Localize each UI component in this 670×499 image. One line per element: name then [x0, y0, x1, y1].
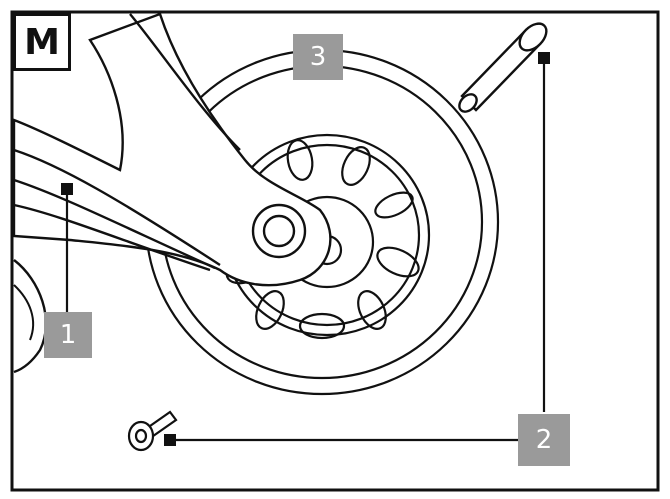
- callout-1: 1: [44, 312, 92, 358]
- diagram-frame: [10, 10, 660, 492]
- leader-dots: [61, 52, 550, 446]
- axle-bolt: [251, 203, 307, 259]
- axle-pin: [458, 22, 548, 113]
- callout-3: 3: [293, 34, 343, 80]
- left-wheel-edge: [13, 259, 48, 374]
- fork-arm: [12, 12, 332, 287]
- step-label-badge: M: [13, 13, 71, 71]
- leader-lines: [65, 58, 546, 442]
- screw: [127, 410, 178, 452]
- callout-2: 2: [518, 414, 570, 466]
